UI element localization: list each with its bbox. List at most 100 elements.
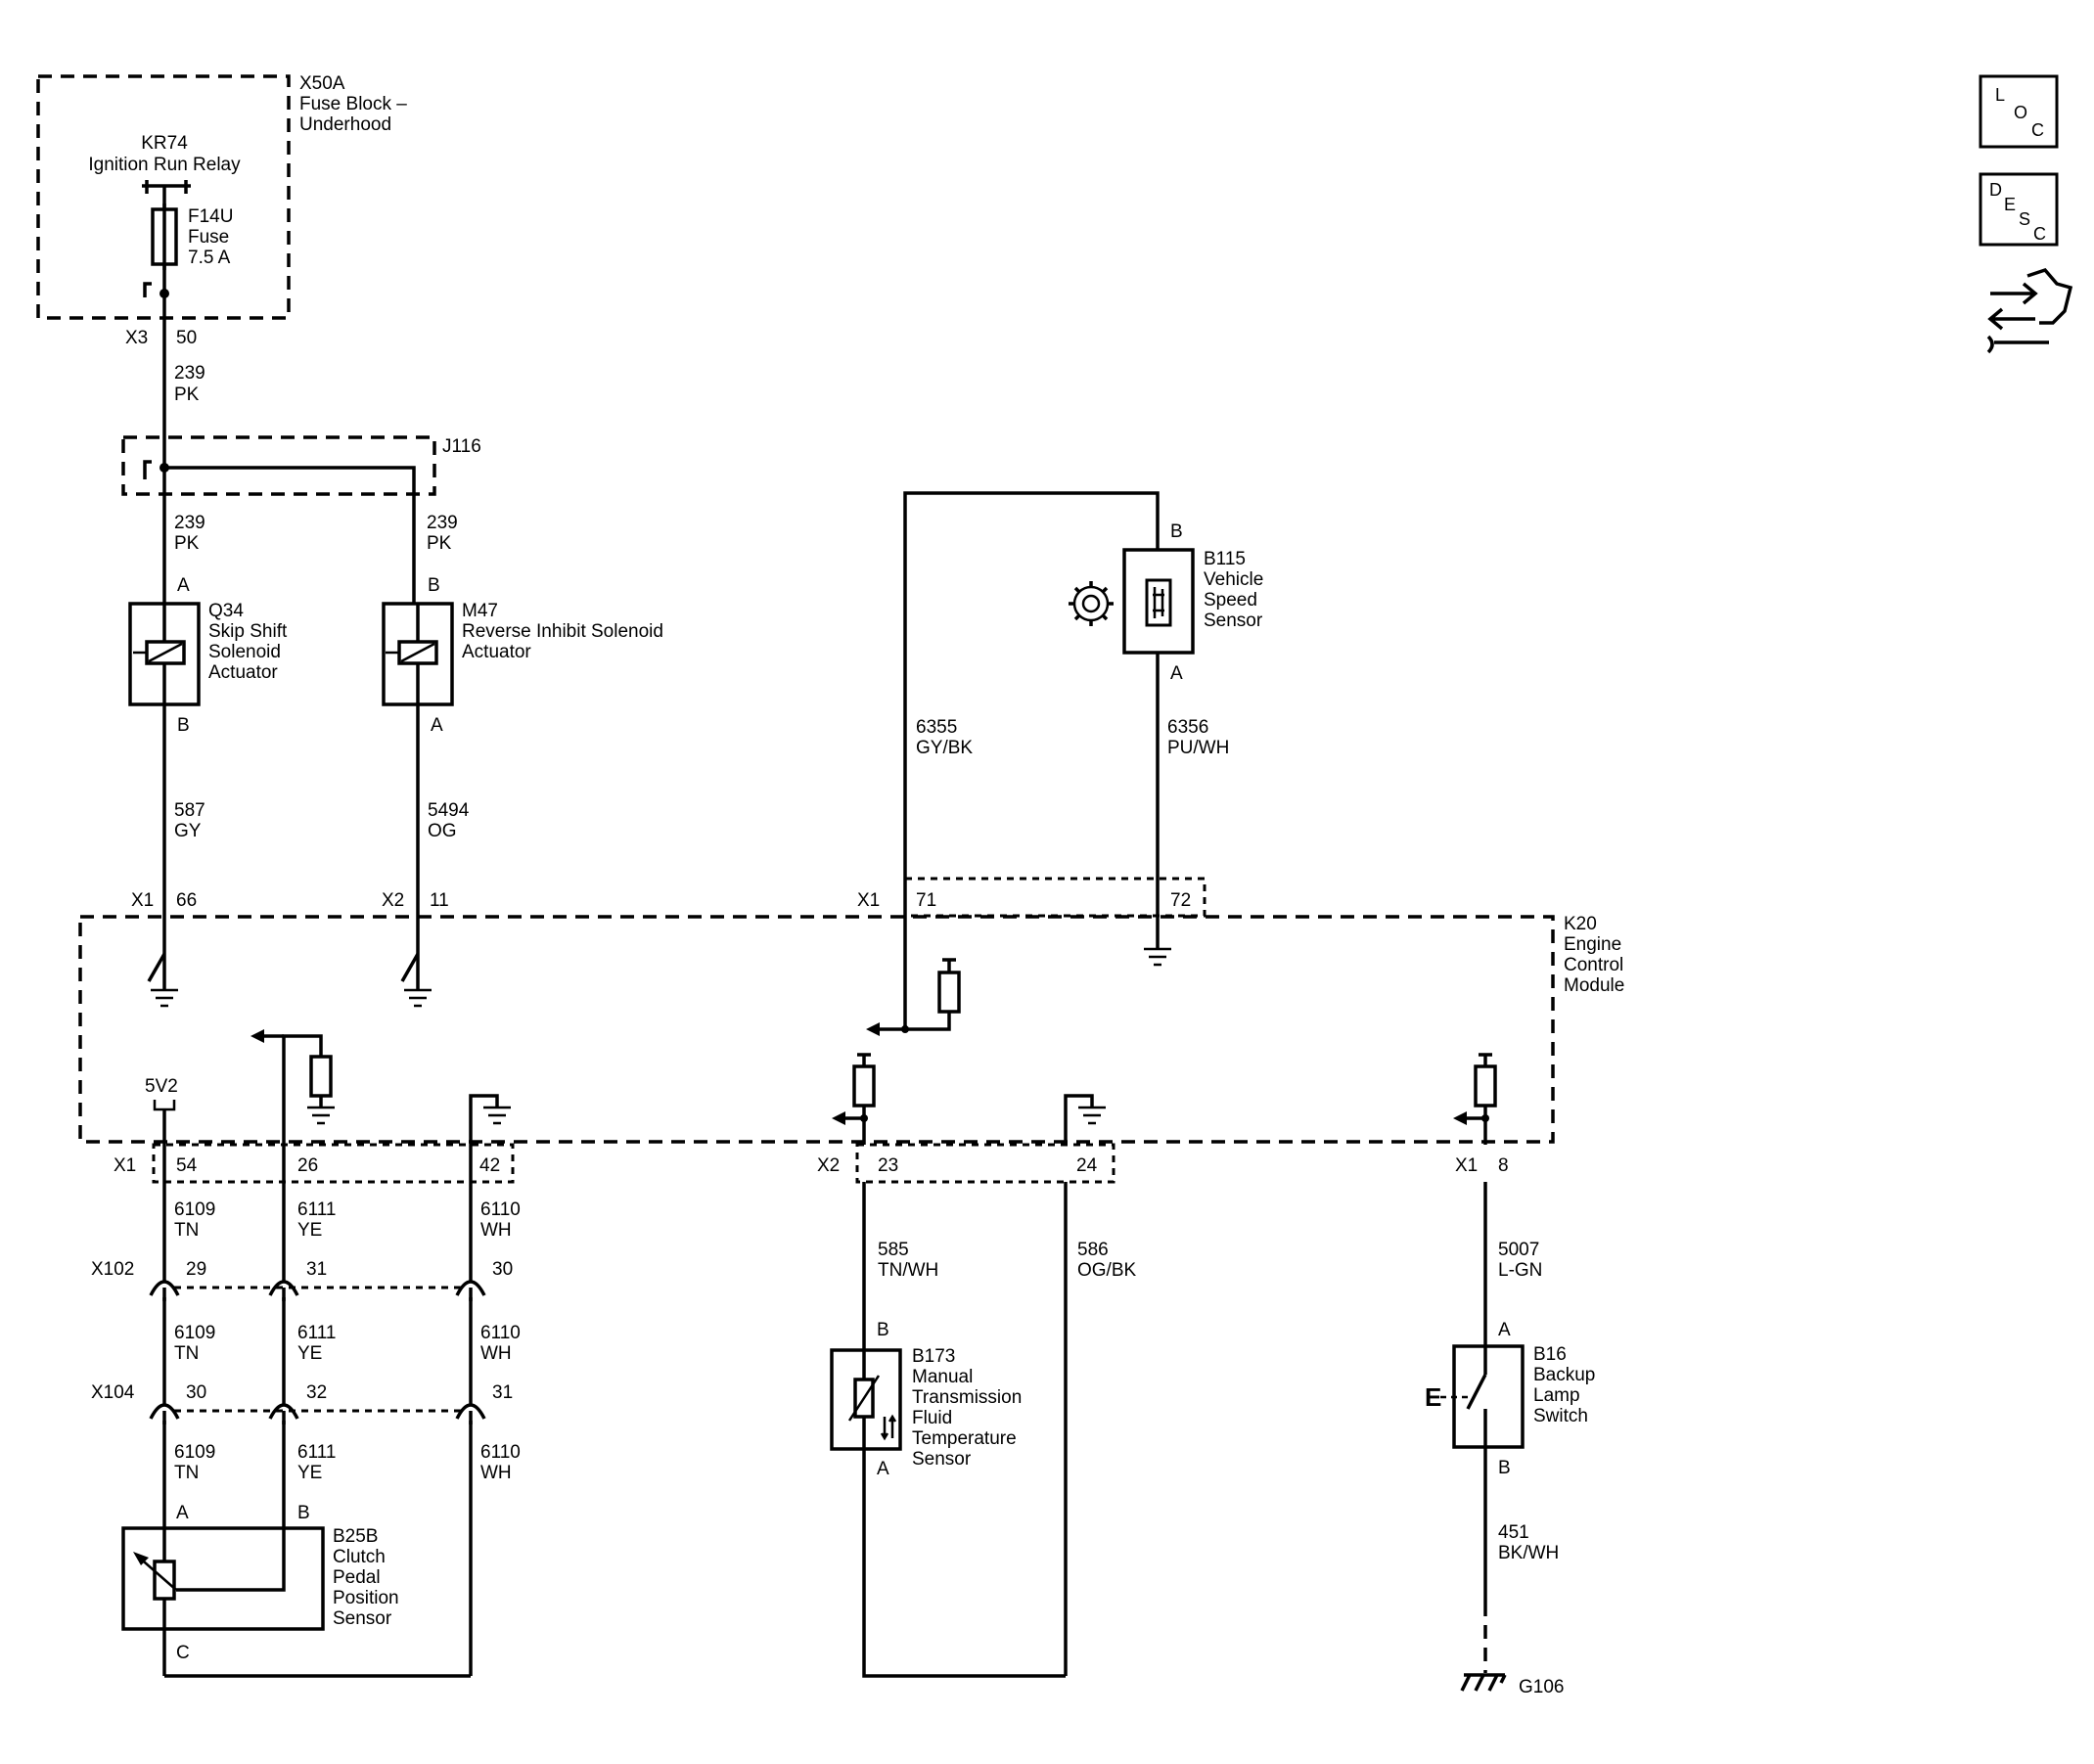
b16-name-line2: Lamp	[1533, 1385, 1580, 1406]
desc-letter-d: D	[1989, 180, 2002, 200]
b16-pin-bottom: B	[1498, 1458, 1511, 1478]
b25b-name-line1: Clutch	[333, 1547, 386, 1567]
wire-6110-c-circuit: 6110	[480, 1442, 521, 1463]
desc-letter-c: C	[2033, 224, 2046, 244]
loc-letter-c: C	[2031, 120, 2044, 140]
component-b16: 5007 L-GN A E B16 Backup Lamp Switch B 4…	[1425, 1182, 1595, 1697]
b16-name-line1: Backup	[1533, 1365, 1595, 1385]
m47-pin-top: B	[428, 575, 440, 596]
wire-239-left-circuit: 239	[174, 513, 205, 533]
wire-6111-a-circuit: 6111	[297, 1199, 336, 1220]
ecm-bottom-pin-6: 8	[1498, 1155, 1509, 1176]
wire-5007-circuit: 5007	[1498, 1240, 1539, 1260]
b25b-pin-b: B	[297, 1503, 310, 1523]
wire-6109-b-color: TN	[174, 1343, 199, 1364]
wire-451-color: BK/WH	[1498, 1543, 1559, 1563]
wire-239-right-circuit: 239	[427, 513, 458, 533]
b173-name-line3: Fluid	[912, 1408, 952, 1428]
wire-6111-c-circuit: 6111	[297, 1442, 336, 1463]
fuse-rating: 7.5 A	[188, 248, 231, 268]
b115-name-line1: Vehicle	[1204, 569, 1263, 590]
wire-587-circuit: 587	[174, 800, 205, 821]
vss-sensor-icon	[1145, 578, 1172, 627]
wire-6110-b-circuit: 6110	[480, 1323, 521, 1343]
wire-6109-a-circuit: 6109	[174, 1199, 215, 1220]
ecm-bottom-pin-3: 42	[479, 1155, 500, 1176]
wire-6109-c-color: TN	[174, 1463, 199, 1483]
gear-icon	[1069, 581, 1114, 626]
component-b173: 585 TN/WH 586 OG/BK B B173 Manual Transm…	[830, 1182, 1137, 1678]
q34-id: Q34	[208, 601, 244, 621]
ground-id: G106	[1519, 1677, 1564, 1697]
b115-id: B115	[1204, 549, 1246, 569]
b16-id: B16	[1533, 1344, 1567, 1365]
component-q34: 239 PK A Q34 Skip Shift Solenoid Actuato…	[128, 469, 288, 947]
q34-name-line1: Skip Shift	[208, 621, 288, 642]
fuse-block-connector: X3	[125, 328, 148, 348]
connector-service-icon[interactable]	[1986, 267, 2073, 354]
q34-name-line3: Actuator	[208, 662, 278, 683]
fuse-id: F14U	[188, 206, 233, 227]
component-b115: B B115 Vehicle Speed Sensor A 6355 GY/BK…	[903, 491, 1263, 1029]
ecm-name-line2: Control	[1564, 955, 1623, 975]
wire-6111-b-circuit: 6111	[297, 1323, 336, 1343]
loc-letter-l: L	[1995, 85, 2005, 105]
wire-585-color: TN/WH	[878, 1260, 938, 1281]
desc-letter-s: S	[2019, 209, 2030, 229]
splice-id: J116	[442, 436, 481, 457]
wire-6111-b-color: YE	[297, 1343, 322, 1364]
ecm-supply-label: 5V2	[145, 1076, 178, 1097]
wire-6110-b-color: WH	[480, 1343, 512, 1364]
x102-id: X102	[91, 1259, 134, 1280]
x102-pin-3: 30	[492, 1259, 513, 1280]
fuse-block-pin: 50	[176, 328, 197, 348]
relay-name: Ignition Run Relay	[88, 155, 241, 175]
wire-5007-color: L-GN	[1498, 1260, 1542, 1281]
wire-586-circuit: 586	[1077, 1240, 1109, 1260]
b25b-name-line4: Sensor	[333, 1608, 392, 1629]
ecm-top-conn-3: X1	[857, 890, 880, 911]
wire-6109-b-circuit: 6109	[174, 1323, 215, 1343]
wire-5494-circuit: 5494	[428, 800, 470, 821]
ecm-bottom-conn-1: X1	[114, 1155, 136, 1176]
relay-id: KR74	[141, 133, 188, 154]
ecm-top-pin-1: 66	[176, 890, 197, 911]
x104-id: X104	[91, 1382, 135, 1403]
wire-587-color: GY	[174, 821, 202, 841]
b115-pin-top: B	[1170, 521, 1183, 542]
b173-name-line4: Temperature	[912, 1428, 1017, 1449]
wire-239-left-color: PK	[174, 533, 200, 554]
wire-6355-color: GY/BK	[916, 738, 973, 758]
description-icon[interactable]: D E S C	[1979, 172, 2059, 247]
b173-name-line2: Transmission	[912, 1387, 1022, 1408]
b115-name-line3: Sensor	[1204, 611, 1263, 631]
b173-id: B173	[912, 1346, 955, 1367]
wire-451-circuit: 451	[1498, 1522, 1529, 1543]
q34-pin-top: A	[177, 575, 190, 596]
b25b-name-line3: Position	[333, 1588, 399, 1608]
wire-6110-a-circuit: 6110	[480, 1199, 521, 1220]
q34-pin-bottom: B	[177, 715, 190, 736]
b173-name-line5: Sensor	[912, 1449, 972, 1470]
b115-pin-bottom: A	[1170, 663, 1183, 684]
location-icon[interactable]: L O C	[1979, 74, 2059, 149]
wire-6110-c-color: WH	[480, 1463, 512, 1483]
ecm-top-pin-2: 11	[430, 890, 449, 911]
x104-pin-2: 32	[306, 1382, 327, 1403]
fuse-block-x50a: X50A Fuse Block – Underhood KR74 Ignitio…	[36, 73, 407, 348]
x104-pin-1: 30	[186, 1382, 206, 1403]
b25b-pin-a: A	[176, 1503, 189, 1523]
fuse-block-name-line1: Fuse Block –	[299, 94, 407, 114]
b16-name-line3: Switch	[1533, 1406, 1588, 1426]
m47-name-line1: Reverse Inhibit Solenoid	[462, 621, 663, 642]
b173-name-line1: Manual	[912, 1367, 973, 1387]
ecm-name-line3: Module	[1564, 975, 1624, 996]
b16-pin-top: A	[1498, 1320, 1511, 1340]
x102-pin-2: 31	[306, 1259, 327, 1280]
wire-6356-circuit: 6356	[1167, 717, 1208, 738]
wire-239-top-circuit: 239	[174, 363, 205, 384]
wire-6355-circuit: 6355	[916, 717, 957, 738]
fuse-name: Fuse	[188, 227, 229, 248]
wire-586-color: OG/BK	[1077, 1260, 1137, 1281]
m47-id: M47	[462, 601, 498, 621]
